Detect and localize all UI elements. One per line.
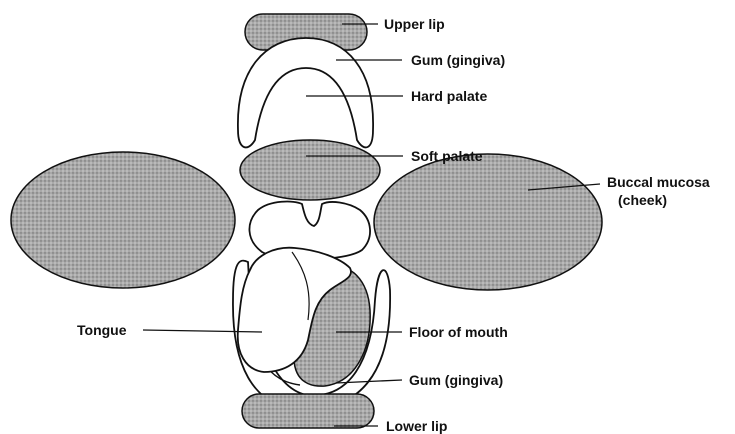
label-lower-lip: Lower lip	[386, 418, 447, 434]
label-upper-lip: Upper lip	[384, 16, 445, 32]
buccal-mucosa-left-shape	[11, 152, 235, 288]
label-tongue: Tongue	[77, 322, 127, 338]
soft-palate-shape	[240, 140, 380, 200]
lower-lip-shape	[242, 394, 374, 428]
label-buccal-mucosa-cheek: (cheek)	[618, 192, 667, 208]
label-gum-upper: Gum (gingiva)	[411, 52, 505, 68]
upper-gum-shape	[238, 38, 373, 147]
label-gum-lower: Gum (gingiva)	[409, 372, 503, 388]
label-buccal-mucosa: Buccal mucosa	[607, 174, 710, 190]
label-hard-palate: Hard palate	[411, 88, 487, 104]
label-soft-palate: Soft palate	[411, 148, 483, 164]
buccal-mucosa-right-shape	[374, 154, 602, 290]
label-floor-of-mouth: Floor of mouth	[409, 324, 508, 340]
